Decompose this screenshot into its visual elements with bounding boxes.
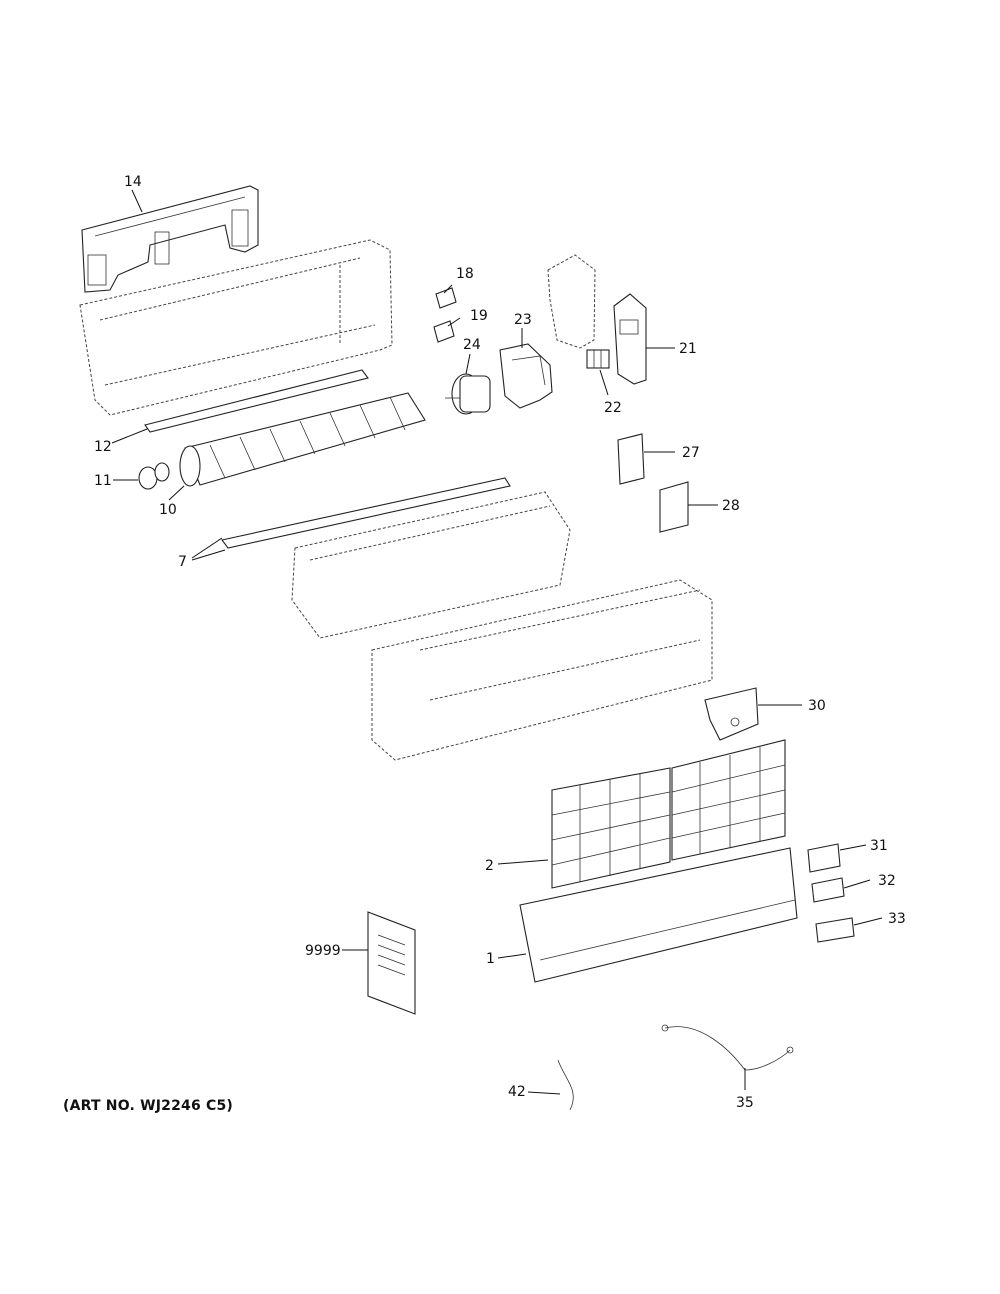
part-14-mounting-plate — [81, 185, 259, 293]
part-42-wire — [557, 1059, 574, 1111]
part-23-motor-bracket — [499, 343, 553, 409]
callout-9999: 9999 — [305, 943, 341, 959]
leader-lines — [111, 189, 883, 1095]
part-19-cap — [433, 320, 455, 343]
front-frame — [371, 579, 713, 761]
electrical-box — [547, 254, 596, 349]
callout-labels: 14 18 19 23 24 21 22 12 11 10 27 28 7 30… — [94, 174, 906, 1111]
part-33-display-board — [815, 917, 855, 943]
callout-31: 31 — [870, 838, 888, 854]
part-30-cover-plate — [704, 687, 759, 741]
part-22-terminal-block — [586, 349, 610, 369]
callout-7: 7 — [178, 554, 187, 570]
callout-1: 1 — [486, 951, 495, 967]
part-31-receiver — [807, 843, 841, 873]
callout-22: 22 — [604, 400, 622, 416]
callout-19: 19 — [470, 308, 488, 324]
callout-27: 27 — [682, 445, 700, 461]
callout-30: 30 — [808, 698, 826, 714]
part-9999-manual — [367, 911, 416, 1015]
part-10-blower-wheel — [179, 392, 426, 487]
callout-21: 21 — [679, 341, 697, 357]
evaporator-coil — [291, 491, 571, 639]
part-12-louver — [144, 369, 369, 433]
callout-42: 42 — [508, 1084, 526, 1100]
part-24-fan-motor — [445, 373, 491, 415]
chassis-housing — [79, 239, 393, 416]
callout-11: 11 — [94, 473, 112, 489]
part-27-bracket — [617, 433, 645, 485]
part-32-holder — [811, 877, 845, 903]
callout-12: 12 — [94, 439, 112, 455]
callout-14: 14 — [124, 174, 142, 190]
part-2-air-filters — [551, 739, 786, 889]
part-7-vane — [221, 477, 511, 549]
part-1-front-panel — [519, 847, 798, 983]
callout-2: 2 — [485, 858, 494, 874]
callout-18: 18 — [456, 266, 474, 282]
callout-10: 10 — [159, 502, 177, 518]
part-21-control-board — [613, 293, 647, 385]
art-number: (ART NO. WJ2246 C5) — [63, 1098, 234, 1114]
part-11-bearing — [138, 462, 170, 490]
callout-28: 28 — [722, 498, 740, 514]
callout-33: 33 — [888, 911, 906, 927]
part-35-cable — [661, 1024, 794, 1071]
callout-35: 35 — [736, 1095, 754, 1111]
callout-23: 23 — [514, 312, 532, 328]
part-28-bracket — [659, 481, 689, 533]
callout-24: 24 — [463, 337, 481, 353]
callout-32: 32 — [878, 873, 896, 889]
